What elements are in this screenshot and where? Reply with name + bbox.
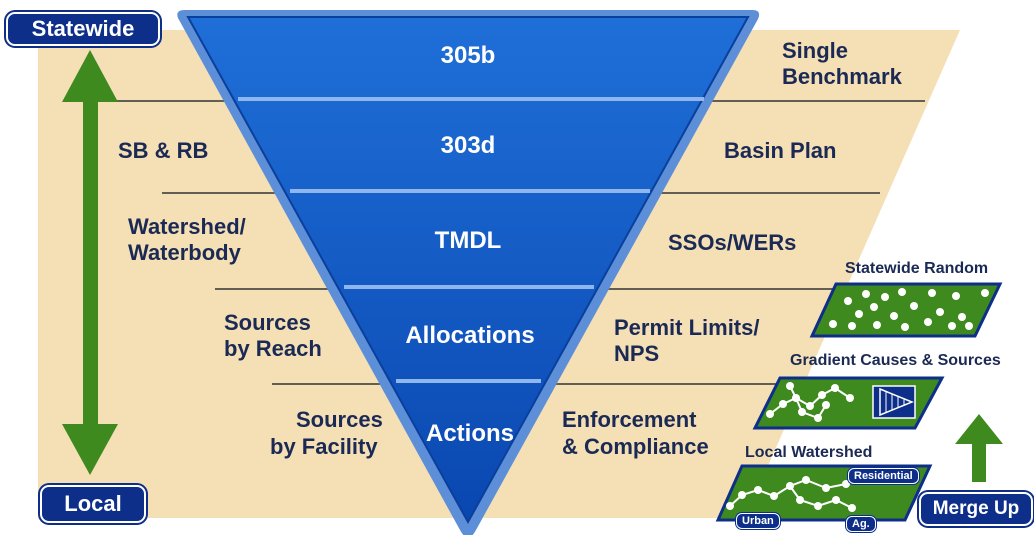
merge-up-label: Merge Up	[919, 492, 1033, 526]
level-allocations: Allocations	[405, 322, 535, 349]
tag-ag: Ag.	[846, 516, 876, 532]
label-enforcement-line2: & Compliance	[562, 434, 709, 459]
label-ssos-wers: SSOs/WERs	[668, 230, 797, 255]
label-single-line1: Single	[782, 38, 849, 63]
label-single-line2: Benchmark	[782, 64, 902, 89]
label-basin-plan: Basin Plan	[724, 138, 837, 163]
tag-urban: Urban	[736, 513, 780, 529]
level-303d: 303d	[440, 132, 496, 159]
label-permit-line1: Permit Limits/	[614, 315, 760, 340]
local-label: Local	[40, 485, 146, 523]
label-sources-facility-line2: by Facility	[270, 434, 378, 459]
statewide-random-field	[809, 282, 1003, 338]
merge-up-arrow	[955, 414, 1003, 482]
label-sources-reach-line1: Sources	[224, 310, 311, 335]
level-305b: 305b	[440, 42, 496, 69]
inverted-triangle	[177, 10, 760, 535]
label-watershed-line2: Waterbody	[128, 240, 241, 265]
label-local-watershed: Local Watershed	[745, 444, 873, 461]
statewide-local-arrow	[62, 50, 118, 475]
level-tmdl: TMDL	[434, 227, 502, 254]
tag-residential: Residential	[848, 468, 919, 484]
label-enforcement-line1: Enforcement	[562, 407, 697, 432]
level-actions: Actions	[425, 420, 514, 447]
label-watershed-line1: Watershed/	[128, 214, 246, 239]
label-statewide-random: Statewide Random	[845, 260, 989, 277]
label-sources-reach-line2: by Reach	[224, 336, 322, 361]
statewide-label: Statewide	[6, 12, 160, 46]
label-sb-rb: SB & RB	[118, 138, 209, 163]
gradient-field	[752, 376, 945, 430]
label-gradient: Gradient Causes & Sources	[790, 352, 1001, 369]
label-permit-line2: NPS	[614, 341, 660, 366]
label-sources-facility-line1: Sources	[296, 407, 383, 432]
